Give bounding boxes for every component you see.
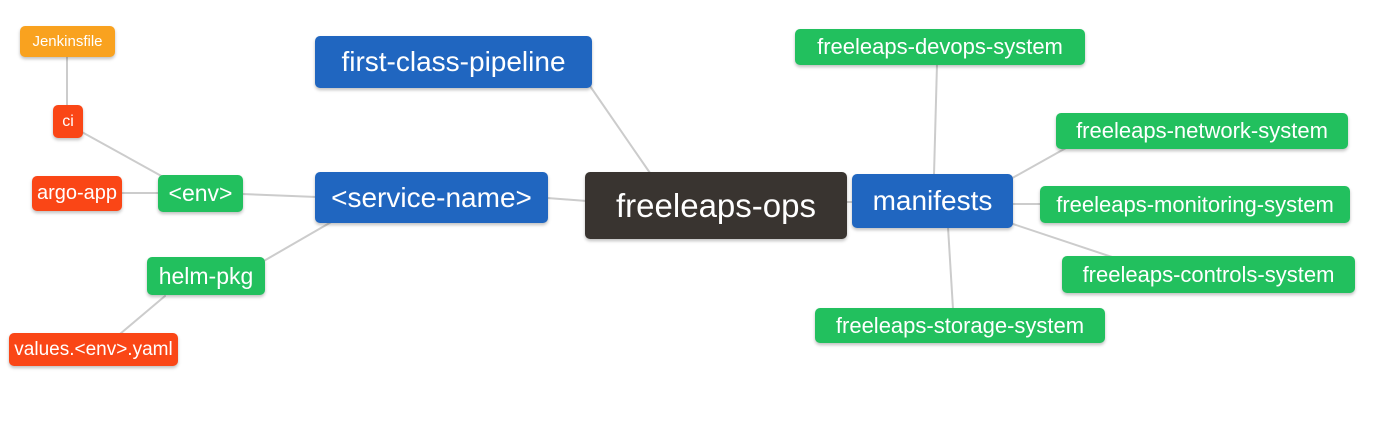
node-jenkinsfile[interactable]: Jenkinsfile [20, 26, 115, 57]
node-service-name[interactable]: <service-name> [315, 172, 548, 223]
edge-manifests-to-freeleaps-controls-system [1006, 221, 1113, 258]
node-freeleaps-ops[interactable]: freeleaps-ops [585, 172, 847, 239]
edge-manifests-to-freeleaps-devops-system [933, 63, 938, 176]
node-argo-app[interactable]: argo-app [32, 176, 122, 211]
edge-ci-to-env [79, 130, 166, 179]
node-env[interactable]: <env> [158, 175, 243, 212]
node-freeleaps-network-system[interactable]: freeleaps-network-system [1056, 113, 1348, 149]
node-manifests[interactable]: manifests [852, 174, 1013, 228]
node-values-env-yaml[interactable]: values.<env>.yaml [9, 333, 178, 366]
node-freeleaps-controls-system[interactable]: freeleaps-controls-system [1062, 256, 1355, 293]
node-first-class-pipeline[interactable]: first-class-pipeline [315, 36, 592, 88]
node-ci[interactable]: ci [53, 105, 83, 138]
edge-manifests-to-freeleaps-network-system [1006, 147, 1067, 182]
edge-env-to-service-name [241, 193, 318, 198]
edge-first-class-pipeline-to-freeleaps-ops [589, 85, 651, 174]
edge-values-env-yaml-to-helm-pkg [119, 295, 166, 335]
edge-helm-pkg-to-service-name [261, 220, 334, 263]
node-freeleaps-monitoring-system[interactable]: freeleaps-monitoring-system [1040, 186, 1350, 223]
edge-service-name-to-freeleaps-ops [546, 197, 588, 202]
edge-manifests-to-freeleaps-storage-system [947, 226, 954, 310]
node-helm-pkg[interactable]: helm-pkg [147, 257, 265, 295]
node-freeleaps-devops-system[interactable]: freeleaps-devops-system [795, 29, 1085, 65]
node-freeleaps-storage-system[interactable]: freeleaps-storage-system [815, 308, 1105, 343]
